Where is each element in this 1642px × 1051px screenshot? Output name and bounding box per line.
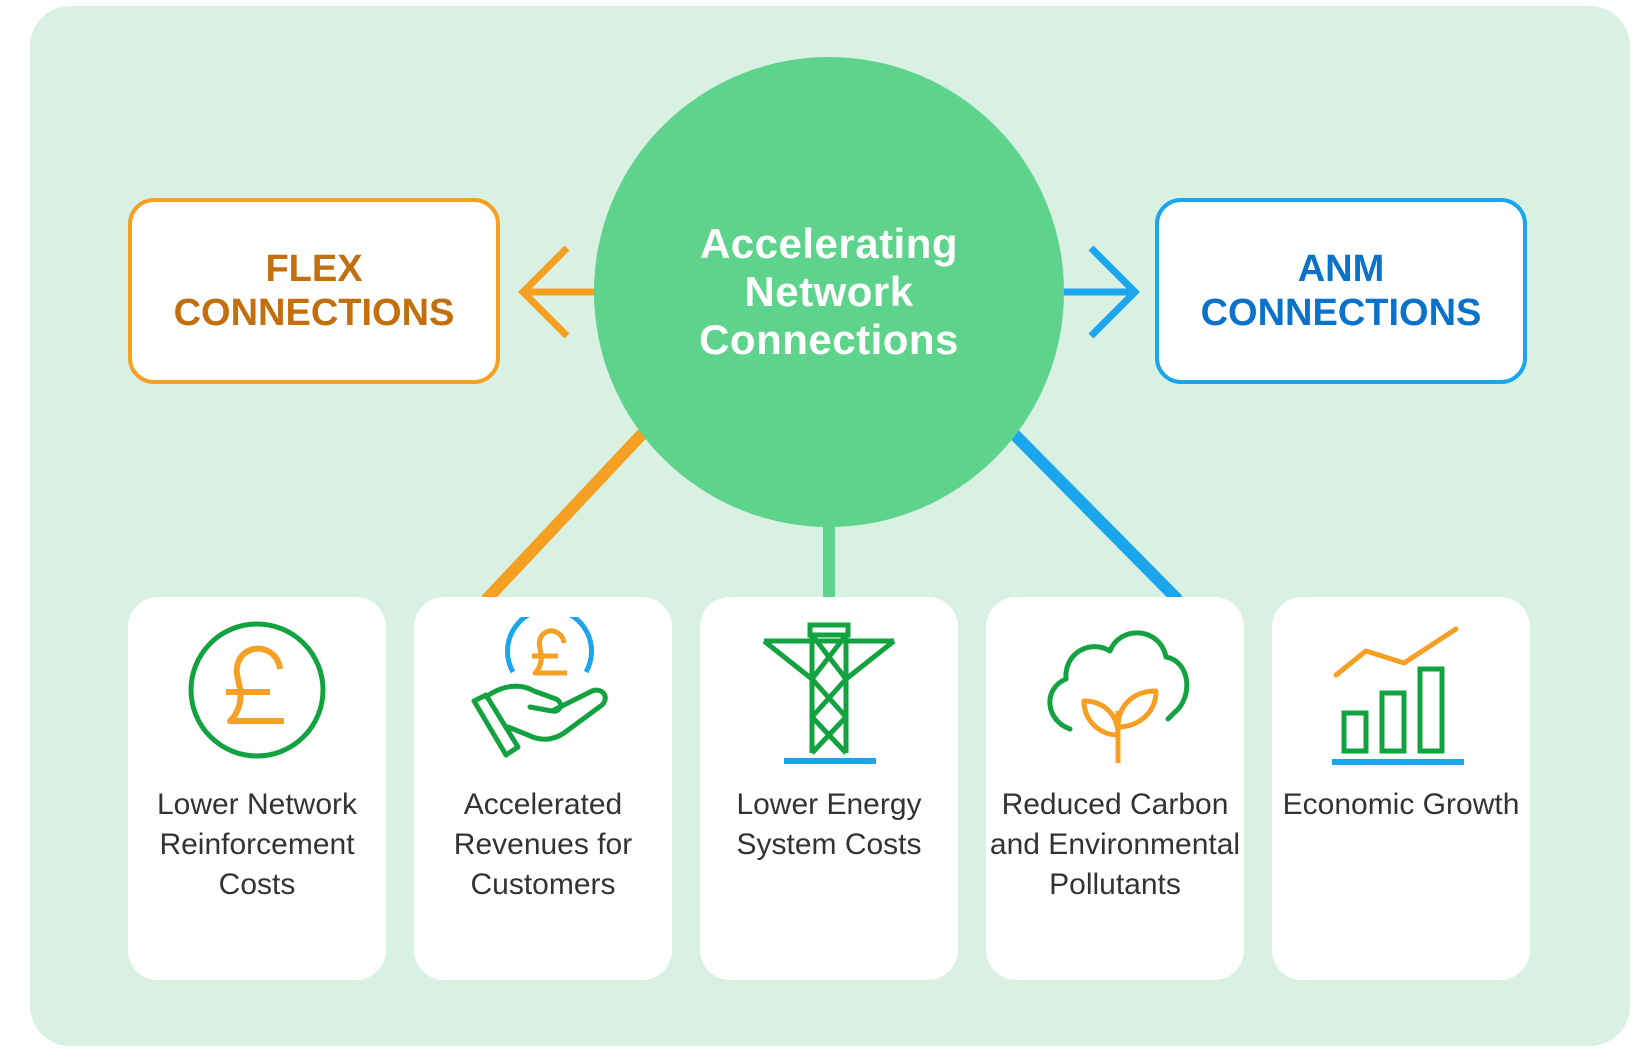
anm-label-line2: CONNECTIONS (1200, 292, 1482, 334)
anm-connector-line (1007, 427, 1183, 605)
flex-label-line1: FLEX (265, 248, 363, 290)
pound-coin-icon (188, 621, 326, 759)
pylon-icon (762, 622, 896, 764)
hub-circle: Accelerating Network Connections (594, 57, 1064, 527)
benefit-label: Lower Network Reinforcement Costs (156, 788, 358, 901)
anm-label-line1: ANM (1297, 248, 1385, 290)
benefit-label: Economic Growth (1282, 788, 1520, 821)
benefit-label: Accelerated Revenues for Customers (453, 788, 633, 901)
flex-arrow-head (518, 245, 570, 339)
hand-with-coin-icon (471, 617, 608, 758)
benefit-label: Lower Energy System Costs (736, 788, 922, 861)
flex-label-line2: CONNECTIONS (173, 292, 455, 334)
flex-connector-line (481, 427, 649, 605)
flex-connections-box: FLEX CONNECTIONS (128, 198, 500, 384)
benefit-card-carbon: Reduced Carbon and Environmental Polluta… (986, 597, 1244, 980)
growth-chart-icon (1332, 626, 1464, 765)
benefit-label: Reduced Carbon and Environmental Polluta… (989, 788, 1241, 901)
cloud-plant-icon (1047, 630, 1190, 763)
anm-connections-box: ANM CONNECTIONS (1155, 198, 1527, 384)
benefit-card-network-costs: Lower Network Reinforcement Costs (128, 597, 386, 980)
benefit-card-revenues: Accelerated Revenues for Customers (414, 597, 672, 980)
benefit-card-growth: Economic Growth (1272, 597, 1530, 980)
anm-arrow-head (1088, 245, 1140, 339)
benefit-card-energy-costs: Lower Energy System Costs (700, 597, 958, 980)
hub-title: Accelerating Network Connections (699, 220, 959, 363)
